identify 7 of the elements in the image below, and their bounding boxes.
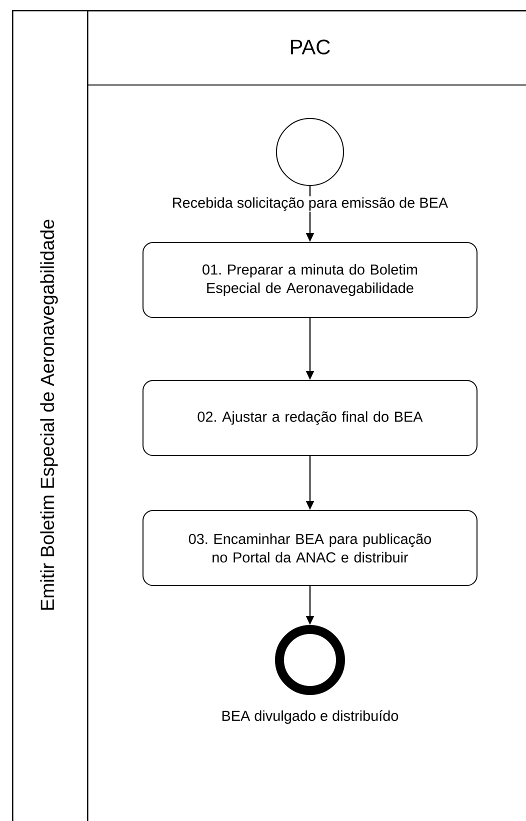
event-label: Recebida solicitação para emissão de BEA <box>170 196 450 212</box>
end-event <box>275 625 345 695</box>
start-event <box>276 118 344 186</box>
event-label: BEA divulgado e distribuído <box>220 709 400 725</box>
task-box: 02. Ajustar a redação final do BEA <box>142 380 478 456</box>
task-box: 01. Preparar a minuta do Boletim Especial de Aeronavegabilidade <box>142 242 478 318</box>
task-box: 03. Encaminhar BEA para publicação no Portal da ANAC e distribuir <box>142 510 478 586</box>
